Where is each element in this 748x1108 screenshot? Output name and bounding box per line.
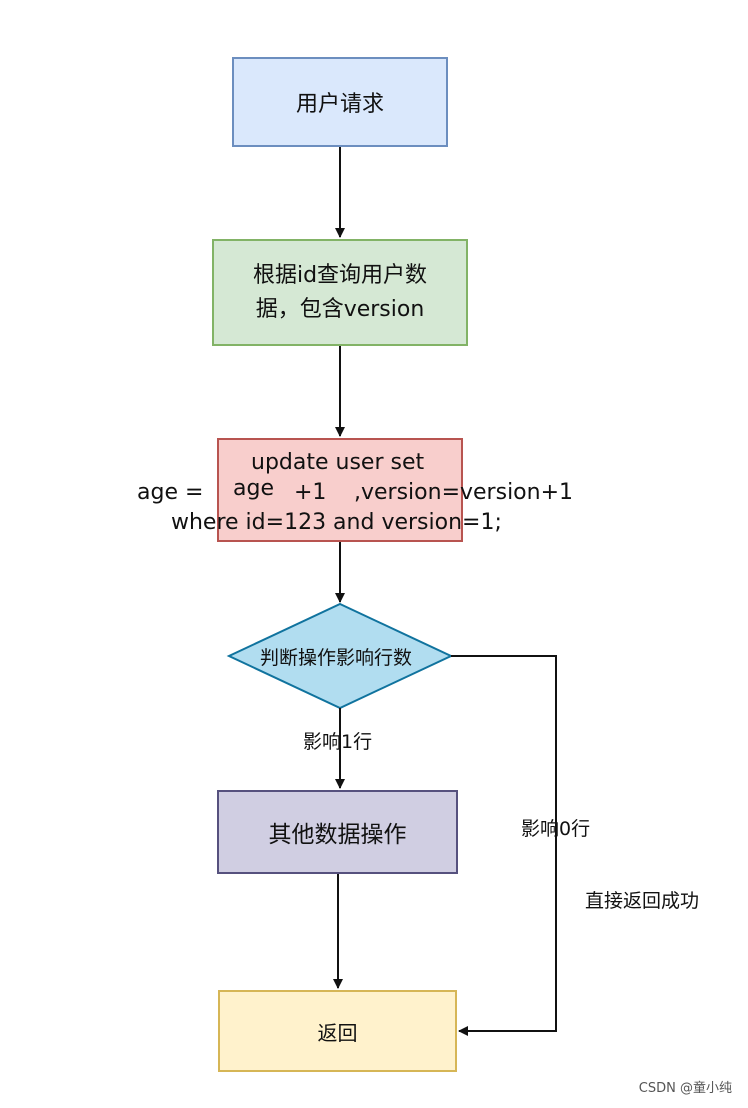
node-user-request: 用户请求 [232,57,448,147]
node-query-user: 根据id查询用户数 据，包含version [212,239,468,346]
node-return-label: 返回 [317,1020,358,1045]
edge-label-affect-one: 影响1行 [303,731,373,753]
node-query-line-2: 据，包含version [255,296,425,322]
update-sql-version: ,version=version+1 [354,480,574,505]
node-other-data-ops-label: 其他数据操作 [268,822,407,848]
watermark: CSDN @童小纯 [638,1081,732,1096]
update-sql-line-3: where id=123 and version=1; [171,510,502,535]
arrow-decision-to-return [451,655,557,1036]
node-other-data-ops: 其他数据操作 [217,790,458,874]
update-sql-line-1: update user set [251,450,425,475]
node-user-request-label: 用户请求 [295,92,384,117]
edge-label-direct-return: 直接返回成功 [585,890,700,912]
update-sql-age-prefix: age = [137,480,204,505]
update-sql-age-value: age [233,476,274,501]
update-sql-plus-one: +1 [294,480,327,505]
node-query-line-1: 根据id查询用户数 [252,262,428,288]
node-return: 返回 [218,990,457,1072]
decision-label: 判断操作影响行数 [259,647,412,669]
node-update-sql [217,438,463,542]
edge-label-affect-zero: 影响0行 [521,818,591,840]
